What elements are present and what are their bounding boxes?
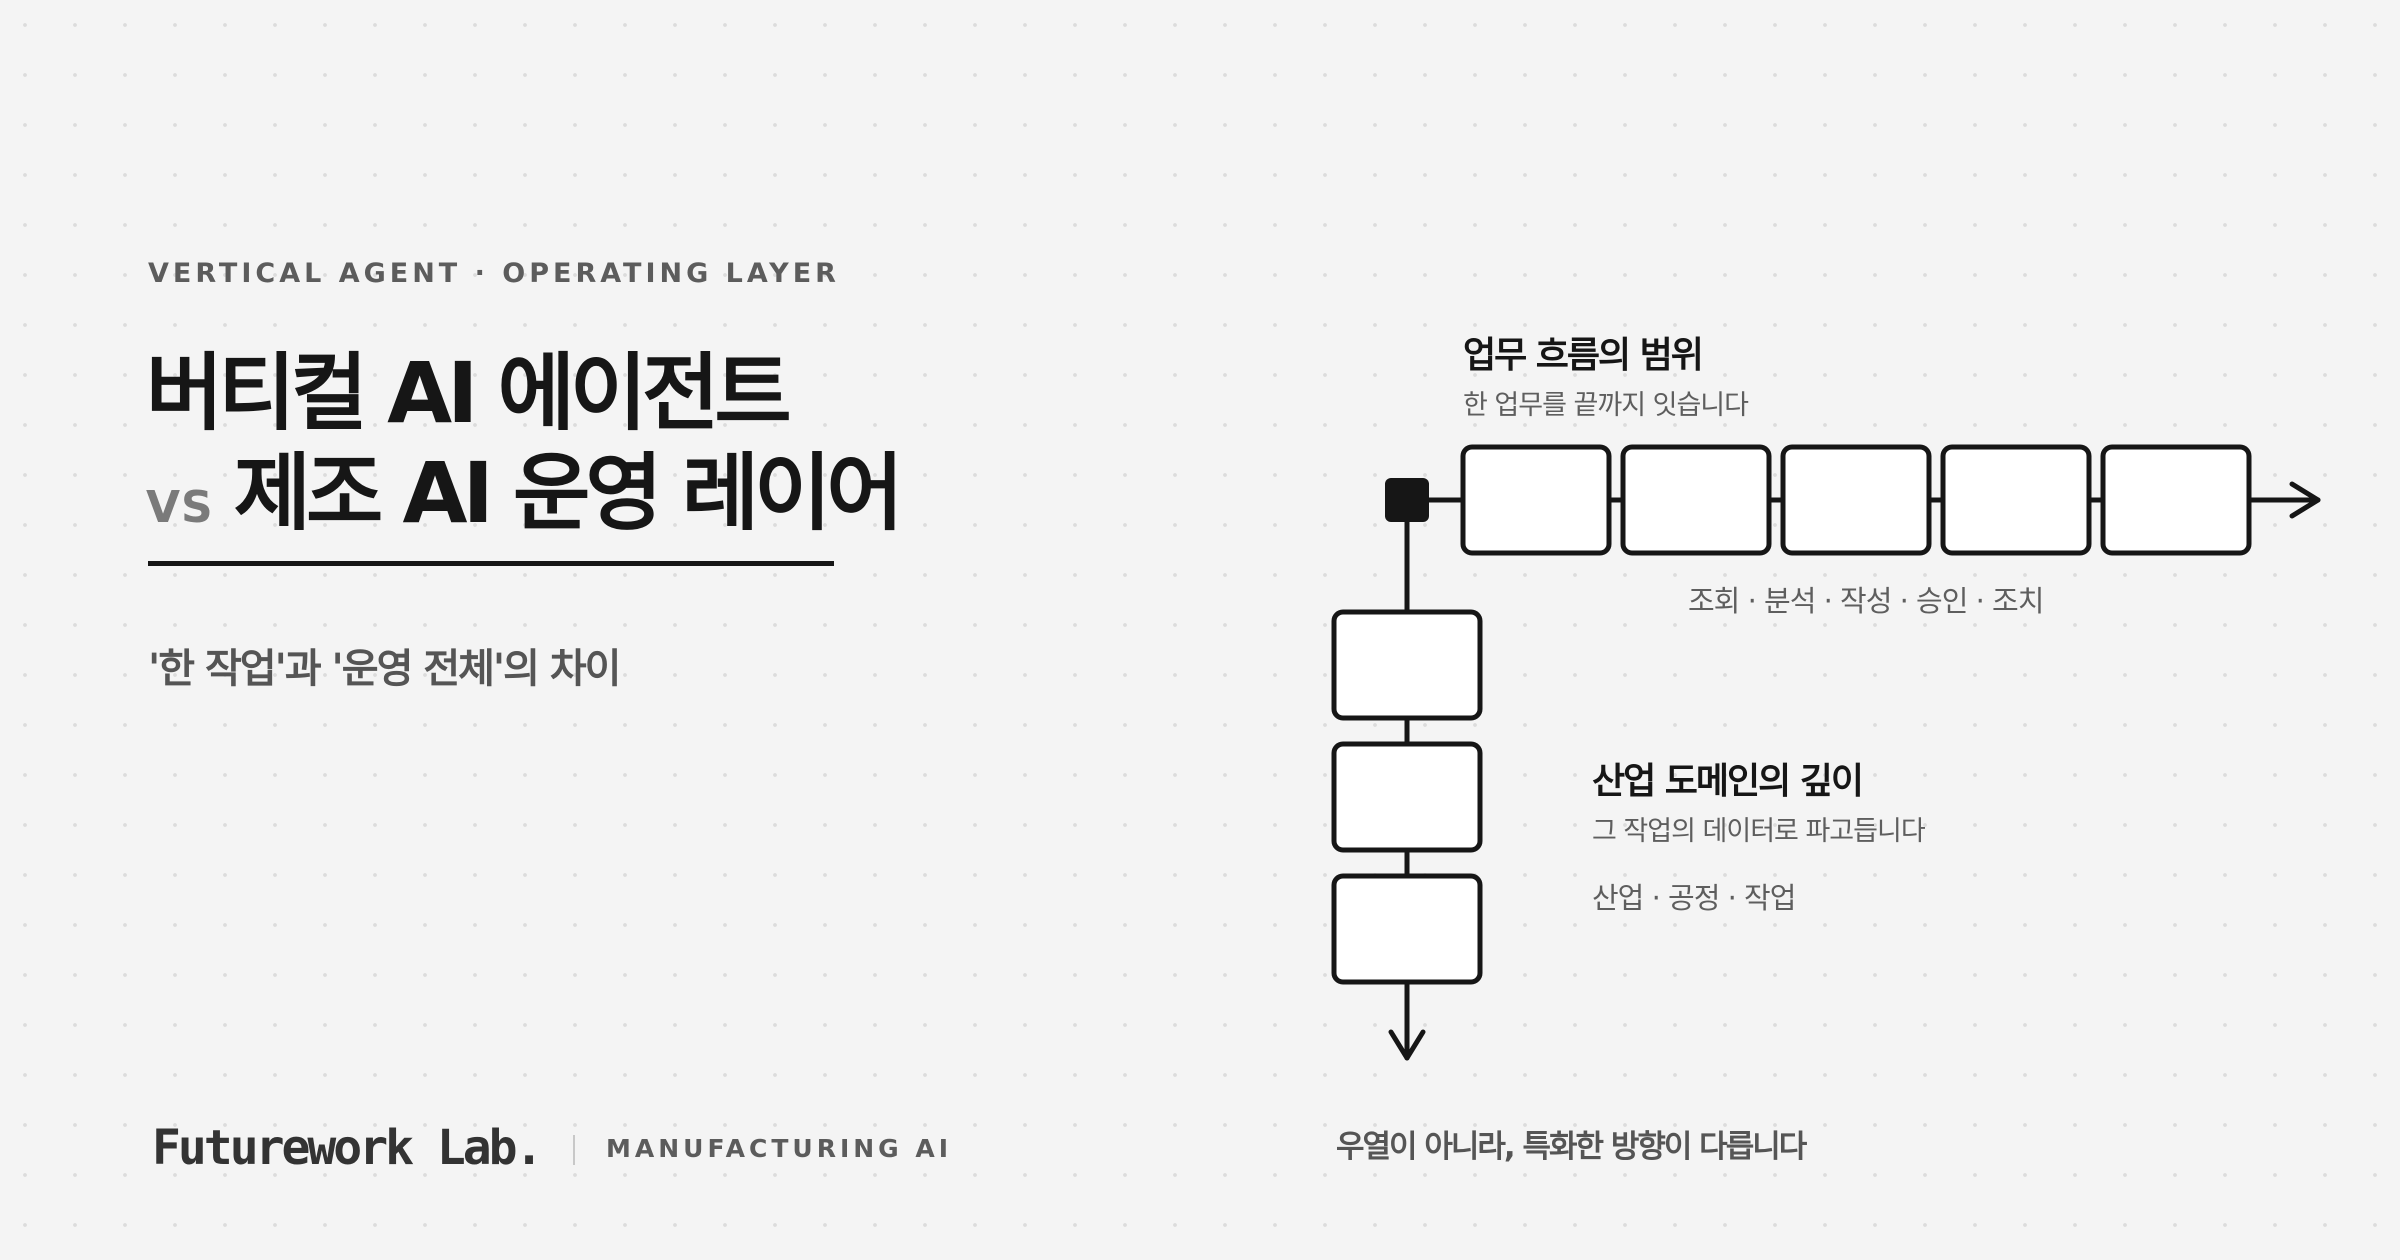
horizontal-step-box bbox=[1940, 444, 2092, 556]
vs-label: VS bbox=[146, 482, 214, 533]
vertical-arrow-head bbox=[1388, 1029, 1426, 1061]
vertical-axis-title: 산업 도메인의 깊이 bbox=[1592, 761, 1864, 802]
brand-divider bbox=[573, 1135, 575, 1165]
vertical-step-box bbox=[1331, 741, 1483, 853]
vertical-step-box bbox=[1331, 609, 1483, 721]
page-subtitle: '한 작업'과 '운영 전체'의 차이 bbox=[148, 646, 621, 692]
vertical-step-box bbox=[1331, 873, 1483, 985]
brand-tag: MANUFACTURING AI bbox=[606, 1134, 953, 1163]
horizontal-step-box bbox=[1780, 444, 1932, 556]
page-title-line-2-row: VS 제조 AI 운영 레이어 bbox=[146, 438, 904, 572]
horizontal-step-box bbox=[1620, 444, 1772, 556]
title-underline bbox=[148, 561, 834, 566]
horizontal-axis-title: 업무 흐름의 범위 bbox=[1463, 335, 1704, 376]
horizontal-axis-description: 한 업무를 끝까지 잇습니다 bbox=[1463, 390, 1749, 421]
horizontal-step-box bbox=[1460, 444, 1612, 556]
page-title-line-2: 제조 AI 운영 레이어 bbox=[233, 444, 904, 542]
horizontal-step-box bbox=[2100, 444, 2252, 556]
horizontal-arrow-head bbox=[2289, 481, 2321, 519]
origin-node bbox=[1385, 478, 1429, 522]
vertical-axis-description: 그 작업의 데이터로 파고듭니다 bbox=[1592, 816, 1926, 847]
footer-note: 우열이 아니라, 특화한 방향이 다릅니다 bbox=[1336, 1129, 1807, 1165]
horizontal-axis-steps: 조회 · 분석 · 작성 · 승인 · 조치 bbox=[1688, 584, 2044, 618]
vertical-axis-steps: 산업 · 공정 · 작업 bbox=[1592, 881, 1796, 915]
brand-logo: Futurework Lab. bbox=[152, 1120, 543, 1176]
page-title-line-1: 버티컬 AI 에이전트 bbox=[146, 344, 792, 442]
eyebrow-label: VERTICAL AGENT · OPERATING LAYER bbox=[148, 258, 840, 289]
